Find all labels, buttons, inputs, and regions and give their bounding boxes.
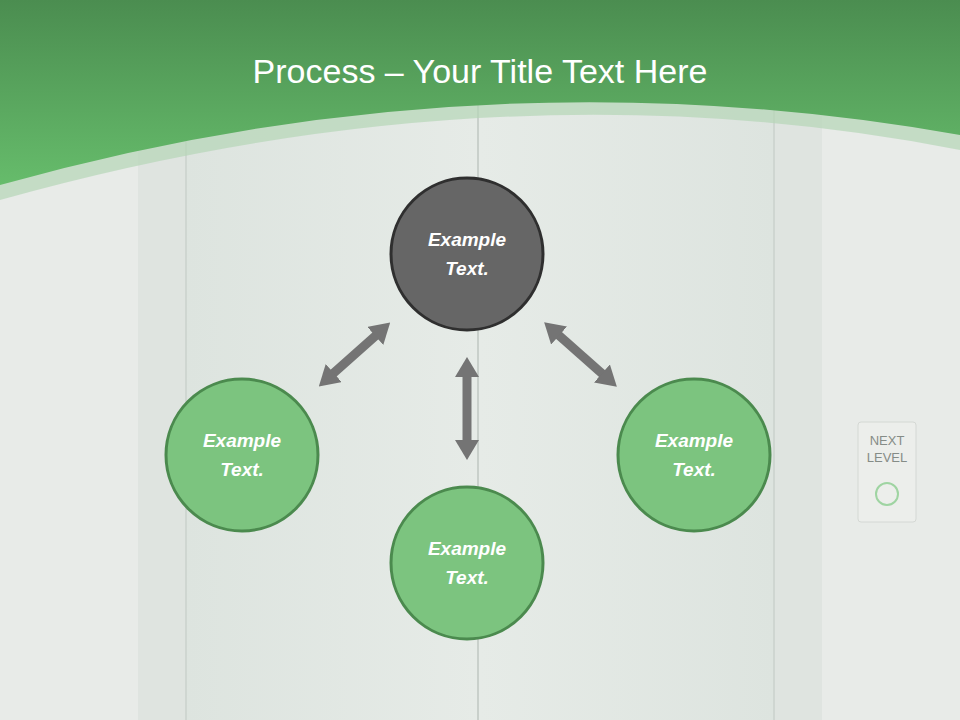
- process-circle: Example Text.: [164, 377, 320, 533]
- circle-shape: [391, 178, 543, 330]
- node-text: Example Text.: [638, 426, 750, 484]
- title: Process – Your Title Text Here: [0, 52, 960, 91]
- node-text: Example Text.: [411, 534, 523, 592]
- circle-outline: [164, 377, 320, 533]
- circle-shape: [166, 379, 318, 531]
- header: [0, 0, 960, 185]
- elevator-button-panel: [858, 422, 916, 522]
- node-text: Example Text.: [186, 426, 298, 484]
- circle-shape: [618, 379, 770, 531]
- door-edge: [773, 100, 775, 720]
- header-band: [0, 0, 960, 200]
- button-label: NEXT LEVEL: [861, 432, 913, 466]
- door-frame: [138, 100, 822, 720]
- double-arrow: [463, 376, 472, 441]
- button-icon: [876, 483, 898, 505]
- process-circle: Example Text.: [389, 176, 545, 332]
- circle-outline: [389, 485, 545, 641]
- circle-outline: [616, 377, 772, 533]
- double-arrow: [333, 335, 376, 373]
- process-circle: Example Text.: [389, 485, 545, 641]
- node-text: Example Text.: [411, 225, 523, 283]
- circle-shape: [391, 487, 543, 639]
- double-arrow: [558, 335, 602, 374]
- process-circle: Example Text.: [616, 377, 772, 533]
- circle-outline: [389, 176, 545, 332]
